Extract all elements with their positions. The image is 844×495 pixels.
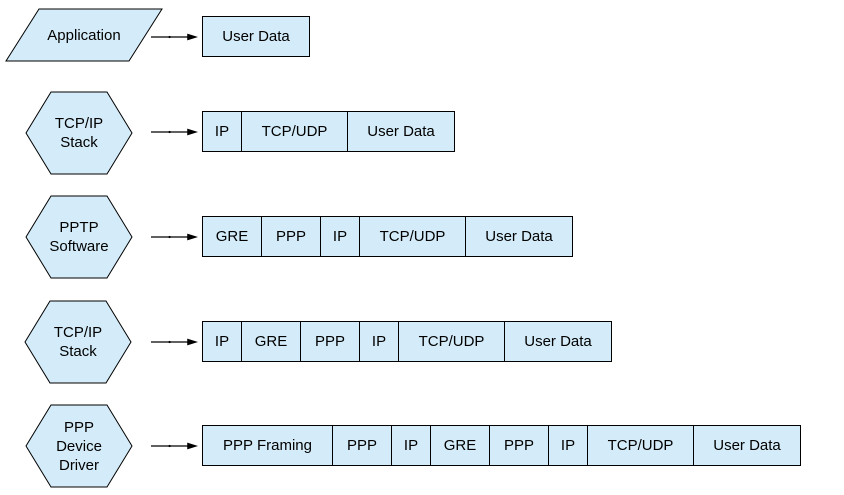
packet-cell: TCP/UDP [398, 321, 505, 362]
packet-cell-label: IP [371, 333, 387, 350]
hexagon-shape [25, 195, 133, 279]
packet-cell-label: IP [560, 437, 576, 454]
packet-cell-label: TCP/UDP [379, 228, 446, 245]
arrow-right-icon [151, 442, 198, 450]
packet-cell-label: GRE [215, 228, 249, 245]
packet-cell: User Data [347, 111, 455, 152]
parallelogram-shape [5, 8, 163, 62]
packet-cell-label: PPP Framing [223, 437, 312, 454]
packet-cell: IP [202, 321, 242, 362]
packet-cell: GRE [202, 216, 262, 257]
packet-cells: User Data [202, 16, 310, 57]
packet-cell: IP [202, 111, 242, 152]
packet-cell: PPP Framing [202, 425, 333, 466]
packet-cell-label: PPP [346, 437, 377, 454]
packet-cell-label: User Data [524, 333, 592, 350]
arrow-right-icon [151, 33, 198, 41]
arrow-right-icon [151, 233, 198, 241]
packet-cell-label: GRE [254, 333, 288, 350]
packet-cell: TCP/UDP [241, 111, 348, 152]
packet-cell: User Data [202, 16, 310, 57]
packet-cell-label: PPP [275, 228, 306, 245]
packet-cell: TCP/UDP [359, 216, 466, 257]
arrow-right-icon [151, 338, 198, 346]
hexagon-shape [25, 91, 133, 175]
packet-cell: TCP/UDP [587, 425, 694, 466]
hexagon-shape [25, 404, 133, 488]
packet-cell: PPP [261, 216, 321, 257]
packet-cell-label: IP [214, 333, 230, 350]
packet-cell-label: IP [332, 228, 348, 245]
packet-cell: User Data [504, 321, 612, 362]
packet-cell-label: PPP [503, 437, 534, 454]
packet-cell: PPP [489, 425, 549, 466]
packet-cell-label: TCP/UDP [418, 333, 485, 350]
packet-cell-label: IP [403, 437, 419, 454]
packet-cell: PPP [332, 425, 392, 466]
packet-cell-label: User Data [222, 28, 290, 45]
packet-cells: IP TCP/UDP User Data [202, 111, 455, 152]
packet-cell: GRE [430, 425, 490, 466]
packet-cell-label: User Data [713, 437, 781, 454]
packet-cell-label: PPP [314, 333, 345, 350]
packet-cell-label: User Data [485, 228, 553, 245]
packet-cell: User Data [693, 425, 801, 466]
packet-cell-label: TCP/UDP [607, 437, 674, 454]
packet-cell-label: IP [214, 123, 230, 140]
packet-cell-label: GRE [443, 437, 477, 454]
packet-cell-label: User Data [367, 123, 435, 140]
packet-cell: IP [391, 425, 431, 466]
packet-cells: IP GRE PPP IP TCP/UDP User Data [202, 321, 612, 362]
hexagon-shape [24, 300, 132, 384]
packet-cells: PPP Framing PPP IP GRE PPP IP TCP/UDP User Data [202, 425, 801, 466]
packet-cell: IP [548, 425, 588, 466]
arrow-right-icon [151, 128, 198, 136]
packet-cell-label: TCP/UDP [261, 123, 328, 140]
packet-cell: User Data [465, 216, 573, 257]
packet-cell: IP [320, 216, 360, 257]
packet-cells: GRE PPP IP TCP/UDP User Data [202, 216, 573, 257]
packet-cell: PPP [300, 321, 360, 362]
